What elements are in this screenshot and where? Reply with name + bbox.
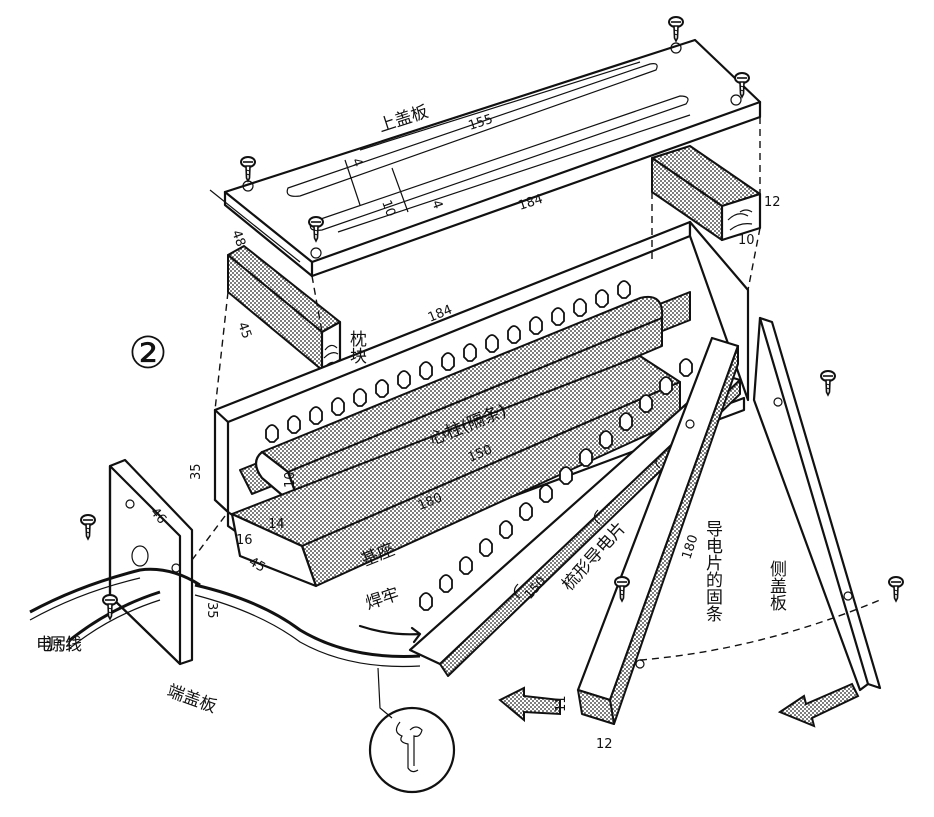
- svg-text:10: 10: [378, 198, 398, 219]
- svg-text:35: 35: [189, 463, 204, 480]
- pillow-block-left: [227, 245, 342, 372]
- label-power-wire: 电源引线: [36, 635, 82, 655]
- svg-text:16: 16: [236, 533, 253, 548]
- svg-text:48: 48: [228, 228, 248, 249]
- svg-text:11: 11: [554, 695, 569, 712]
- label-pillow-block: 枕块: [346, 330, 367, 364]
- label-side-cover: 侧盖板: [766, 560, 787, 611]
- svg-text:12: 12: [596, 737, 613, 752]
- end-cover-plate: [108, 458, 194, 666]
- svg-text:180: 180: [680, 533, 702, 561]
- label-solder: 焊牢: [363, 584, 402, 614]
- detail-circle-icon: [368, 667, 456, 794]
- core-column: [254, 296, 664, 502]
- comb-conductor: [408, 358, 742, 677]
- svg-text:35: 35: [204, 602, 219, 619]
- power-lead-wires: [29, 567, 421, 668]
- figure-number: ②: [128, 328, 167, 379]
- pillow-block-right: [651, 145, 762, 242]
- svg-text:45: 45: [246, 554, 268, 575]
- svg-text:10: 10: [283, 471, 298, 488]
- label-conductor-bar: 导电片的固条: [702, 520, 723, 622]
- svg-text:184: 184: [517, 192, 545, 214]
- top-cover-plate: [209, 38, 762, 278]
- side-cover-plate: [752, 316, 882, 692]
- assembly-guides: [191, 117, 881, 661]
- label-end-cover: 端盖板: [164, 681, 219, 717]
- svg-text:155: 155: [467, 112, 495, 134]
- svg-text:14: 14: [268, 517, 285, 532]
- conductor-retaining-bar: [576, 336, 740, 725]
- svg-text:12: 12: [764, 195, 781, 210]
- svg-text:45: 45: [234, 320, 254, 341]
- svg-text:10: 10: [738, 233, 755, 248]
- arrow-icon: [358, 624, 860, 728]
- base-block: [230, 355, 681, 588]
